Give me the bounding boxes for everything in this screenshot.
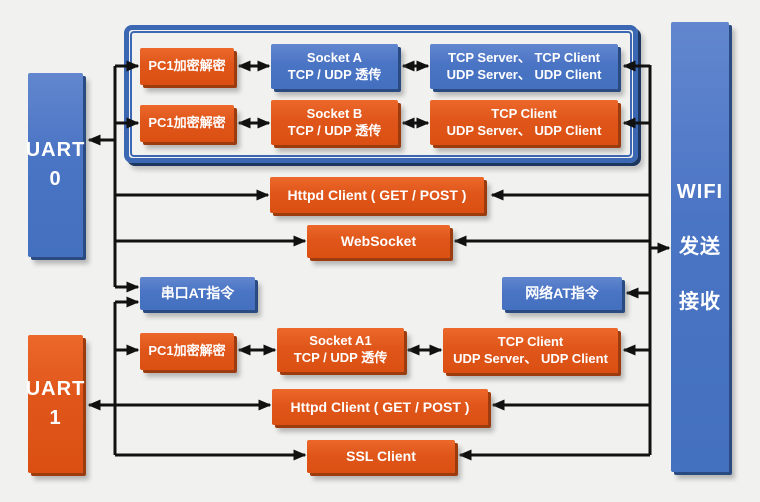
encrypt-row3-label: PC1加密解密 <box>148 343 226 359</box>
node-modes-row1: TCP Server、 TCP Client UDP Server、 UDP C… <box>430 44 618 89</box>
modes-row1-line1: TCP Server、 TCP Client <box>448 49 600 65</box>
pillar-wifi: WIFI 发送 接收 <box>671 22 729 472</box>
modes-row2-line2: UDP Server、 UDP Client <box>446 122 602 138</box>
socket-b-line1: Socket B <box>306 105 363 121</box>
httpd1-label: Httpd Client ( GET / POST ) <box>287 186 467 203</box>
socket-a1-line2: TCP / UDP 透传 <box>293 350 388 365</box>
wifi-label-line1: WIFI <box>676 180 724 203</box>
node-ssl-client: SSL Client <box>307 440 455 473</box>
socket-a-line1: Socket A <box>306 49 363 65</box>
node-modes-row3: TCP Client UDP Server、 UDP Client <box>443 328 618 373</box>
pillar-uart1: UART 1 <box>25 335 86 473</box>
node-encrypt-row1: PC1加密解密 <box>140 48 234 85</box>
node-socket-b: Socket B TCP / UDP 透传 <box>271 100 398 145</box>
socket-b-line2: TCP / UDP 透传 <box>287 122 382 138</box>
socket-group-frame <box>124 25 638 163</box>
socket-group-frame-inner <box>130 31 632 157</box>
uart0-label-line2: 0 <box>49 168 62 190</box>
wifi-label-line2: 发送 <box>679 235 721 258</box>
encrypt-row1-label: PC1加密解密 <box>148 58 226 74</box>
modes-row1-line2: UDP Server、 UDP Client <box>446 66 602 82</box>
node-encrypt-row3: PC1加密解密 <box>140 333 234 370</box>
websocket-label: WebSocket <box>340 233 417 250</box>
socket-a1-line1: Socket A1 <box>309 333 372 349</box>
pillar-uart0: UART 0 <box>25 73 86 257</box>
modes-row3-line2: UDP Server、 UDP Client <box>453 350 608 366</box>
node-serial-at-cmd: 串口AT指令 <box>140 277 255 310</box>
ssl-label: SSL Client <box>346 448 416 465</box>
node-websocket: WebSocket <box>307 225 450 258</box>
serial-at-label: 串口AT指令 <box>160 285 235 302</box>
net-at-label: 网络AT指令 <box>525 285 599 302</box>
modes-row3-line1: TCP Client <box>497 333 564 349</box>
node-httpd-client-2: Httpd Client ( GET / POST ) <box>272 389 488 425</box>
node-modes-row2: TCP Client UDP Server、 UDP Client <box>430 100 618 145</box>
uart1-label-line2: 1 <box>49 407 62 429</box>
socket-a-line2: TCP / UDP 透传 <box>287 66 382 82</box>
wifi-label-line3: 接收 <box>679 290 721 313</box>
modes-row2-line1: TCP Client <box>491 105 557 121</box>
node-socket-a: Socket A TCP / UDP 透传 <box>271 44 398 89</box>
node-net-at-cmd: 网络AT指令 <box>502 277 622 310</box>
uart0-label-line1: UART <box>25 139 86 161</box>
node-encrypt-row2: PC1加密解密 <box>140 105 234 142</box>
node-httpd-client-1: Httpd Client ( GET / POST ) <box>270 177 484 213</box>
node-socket-a1: Socket A1 TCP / UDP 透传 <box>277 328 404 372</box>
encrypt-row2-label: PC1加密解密 <box>148 115 226 131</box>
uart1-label-line1: UART <box>25 378 86 400</box>
httpd2-label: Httpd Client ( GET / POST ) <box>290 398 470 415</box>
